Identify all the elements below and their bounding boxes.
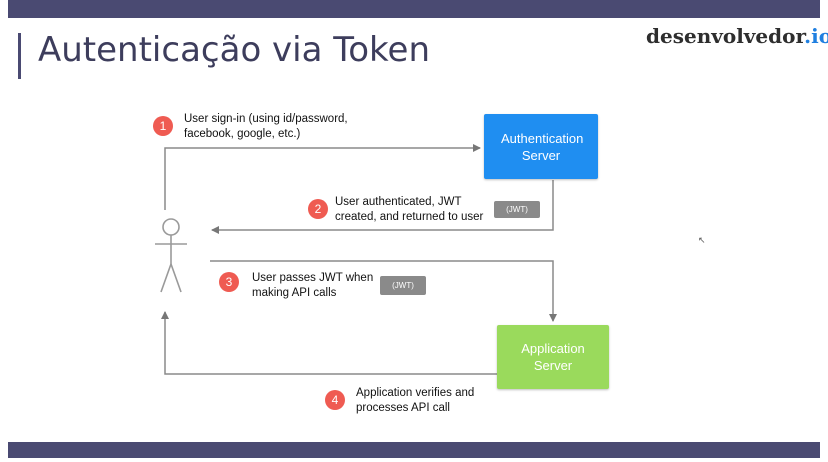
authentication-server-box: Authentication Server: [484, 114, 598, 179]
brand-logo: desenvolvedor.io: [646, 24, 828, 48]
step-2-badge: 2: [308, 199, 328, 219]
user-stick-figure-icon: [155, 218, 187, 293]
jwt-token-badge-returned: (JWT): [494, 201, 540, 218]
slide-title: Autenticação via Token: [38, 30, 430, 70]
logo-main: desenvolvedor: [646, 24, 805, 48]
arrow-api-call: [210, 260, 557, 322]
top-bar: [8, 0, 820, 18]
logo-accent: .io: [804, 24, 828, 48]
arrow-jwt-returned: [211, 180, 554, 234]
arrow-response: [161, 311, 497, 375]
mouse-pointer-icon: ↖: [698, 235, 706, 245]
step-1-badge: 1: [153, 116, 173, 136]
step-1-label: User sign-in (using id/password, faceboo…: [184, 113, 348, 140]
step-3-badge: 3: [219, 272, 239, 292]
step-2-label: User authenticated, JWT created, and ret…: [335, 196, 484, 223]
step-4-label: Application verifies and processes API c…: [356, 387, 475, 414]
application-server-box: Application Server: [497, 325, 609, 389]
title-accent-rule: [18, 33, 21, 79]
authentication-server-label: Authentication Server: [501, 130, 584, 163]
arrow-signin: [164, 144, 481, 210]
application-server-label: Application Server: [521, 341, 585, 373]
bottom-bar: [8, 442, 820, 458]
jwt-token-badge-api-call: (JWT): [380, 276, 426, 295]
step-3-label: User passes JWT when making API calls: [252, 272, 374, 299]
step-4-badge: 4: [325, 390, 345, 410]
